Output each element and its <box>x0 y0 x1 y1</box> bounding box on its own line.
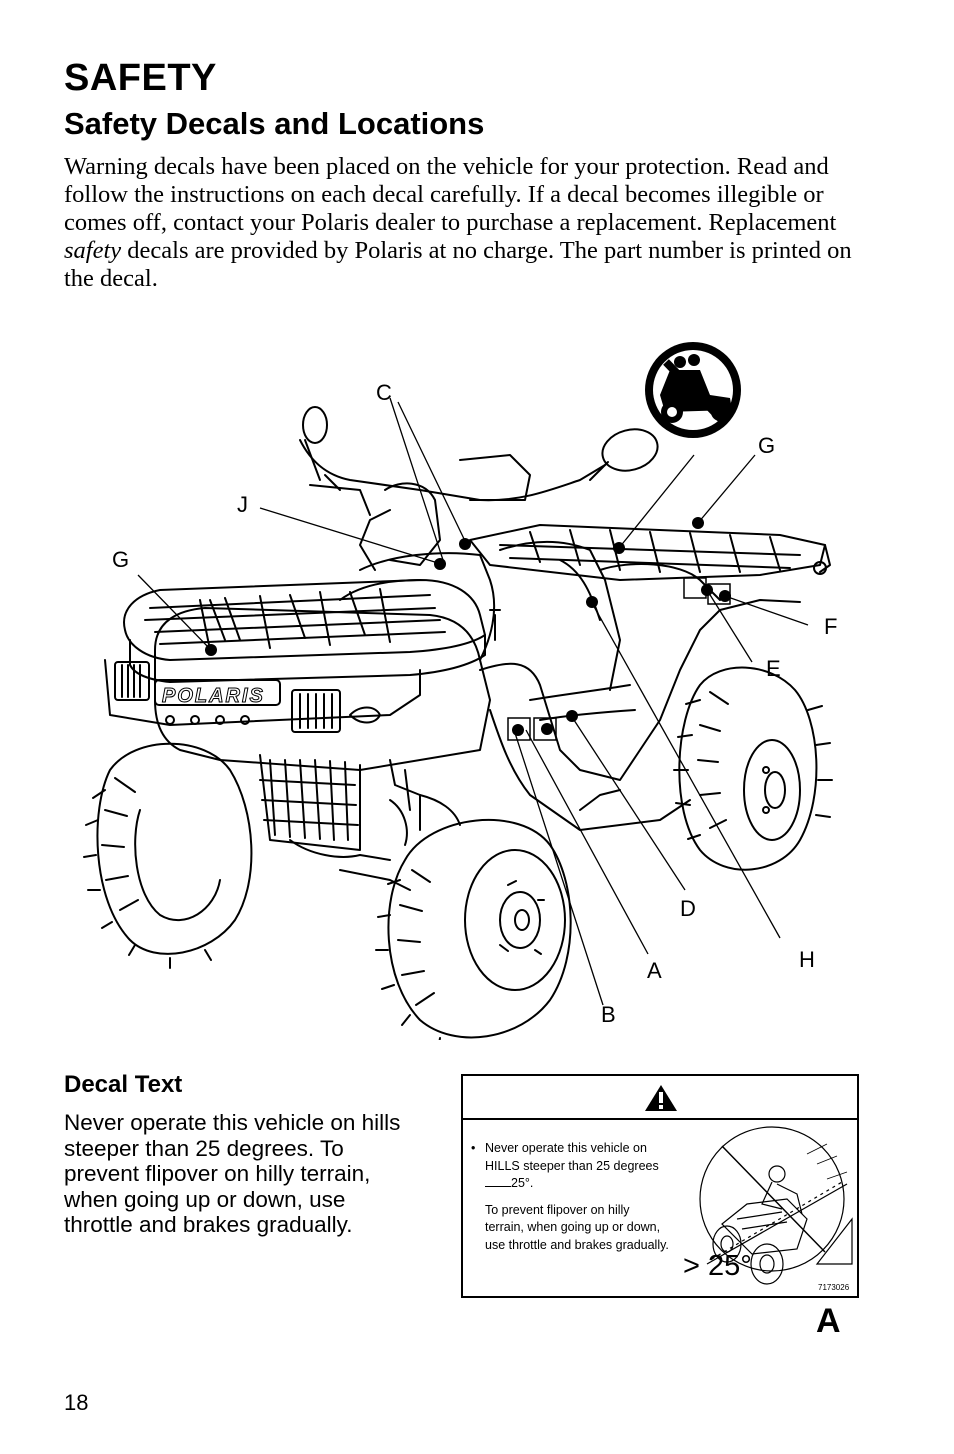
rear-right-tire <box>673 666 833 871</box>
front-left-tire <box>83 742 253 969</box>
decal-line-2: To prevent flipover on hilly terrain, wh… <box>485 1202 669 1252</box>
decal-text-heading: Decal Text <box>64 1071 183 1098</box>
front-fascia <box>104 659 421 733</box>
decal-line-1: Never operate this vehicle on HILLS stee… <box>485 1140 671 1193</box>
rear-rack <box>469 524 831 581</box>
decal-text-body: Never operate this vehicle on hills stee… <box>64 1110 401 1237</box>
decal-bullet: • <box>471 1141 476 1155</box>
callout-g-left: G <box>112 547 129 572</box>
intro-emphasis: safety <box>64 237 122 264</box>
front-rack <box>123 579 501 683</box>
brand-logo-text: POLARIS <box>162 685 265 707</box>
callout-d: D <box>680 896 696 921</box>
decal-angle-large: > 25° <box>683 1250 752 1282</box>
callout-e: E <box>766 656 781 681</box>
no-passenger-icon <box>645 342 741 438</box>
callout-h: H <box>799 947 815 972</box>
leader-lines <box>137 397 809 1006</box>
decal-line-1-text: Never operate this vehicle on HILLS stee… <box>485 1141 659 1173</box>
atv-decal-location-figure: POLARIS C G J G F E D H A B <box>83 342 837 1040</box>
decal-dots <box>205 517 731 741</box>
section-title: SAFETY <box>64 57 217 99</box>
decal-line-1-end: . <box>529 1176 534 1190</box>
callout-f: F <box>824 614 837 639</box>
front-right-tire <box>375 818 572 1040</box>
decal-part-number: 7173026 <box>818 1283 850 1292</box>
intro-paragraph: Warning decals have been placed on the v… <box>64 153 869 293</box>
decal-header <box>463 1076 857 1120</box>
small-angle-icon <box>485 1176 511 1187</box>
intro-text-1: Warning decals have been placed on the v… <box>64 153 837 236</box>
callout-b: B <box>601 1002 616 1027</box>
callout-c: C <box>376 380 392 405</box>
intro-text-2: decals are provided by Polaris at no cha… <box>64 237 852 292</box>
page-number: 18 <box>64 1390 89 1415</box>
decal-a-label: A <box>816 1302 841 1340</box>
page-subtitle: Safety Decals and Locations <box>64 106 485 141</box>
decal-warning-text: • Never operate this vehicle on HILLS st… <box>471 1140 671 1254</box>
warning-triangle-icon <box>645 1085 677 1111</box>
handlebars <box>299 406 659 571</box>
callout-g-top: G <box>758 433 775 458</box>
decal-angle-small: 25° <box>511 1176 530 1190</box>
no-steep-hill-icon <box>699 1126 853 1285</box>
callout-j: J <box>237 492 248 517</box>
callout-a: A <box>647 958 662 983</box>
decal-a-image: • Never operate this vehicle on HILLS st… <box>461 1074 859 1298</box>
